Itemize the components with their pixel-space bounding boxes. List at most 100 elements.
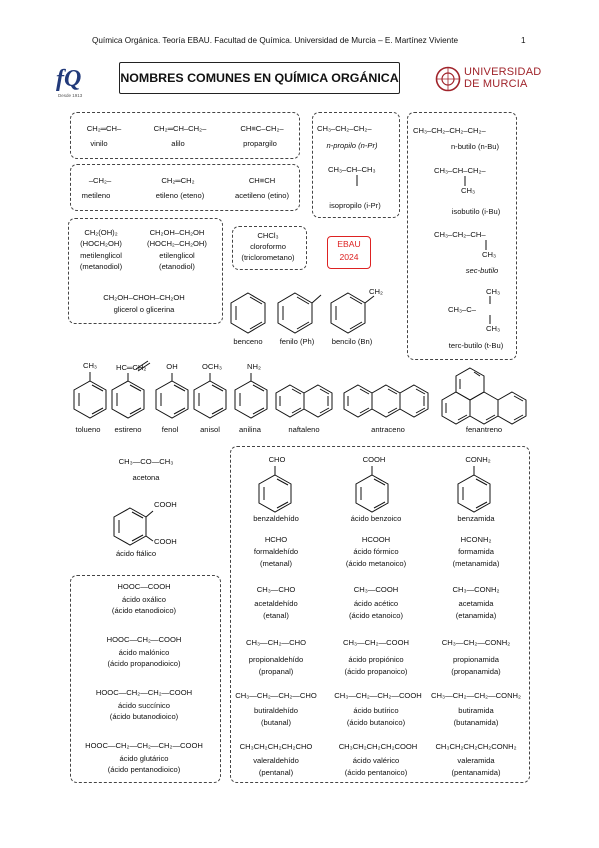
sec-butyl-formula: CH₃–CH₂–CH– [434,230,486,239]
phenyl-name: fenilo (Ph) [279,337,315,346]
chloroform-formula: CHCl₃ [257,231,279,240]
benzene-name: benceno [233,337,263,346]
row2-acid-name: ácido acético [353,599,399,608]
row1-aldehyde-name-alt: (metanal) [259,559,293,568]
row3-acid-name: ácido propiónico [348,655,404,664]
styrene-group: HC═CH₂ [116,363,147,372]
acetylene-name: acetileno (etino) [234,191,290,200]
anthracene-rings [343,384,429,418]
isobutyl-name: isobutilo (i-Bu) [451,207,501,216]
allyl-formula: CH₂═CH–CH₂– [153,124,207,133]
vinyl-formula: CH₂═CH– [86,124,122,133]
phthalic-cooh-2: COOH [154,537,177,546]
benzoic-name: ácido benzoico [350,514,402,523]
ethylene-glycol-name-alt: (etanodiol) [159,262,195,271]
row2-acid-formula: CH₃—COOH [353,585,399,594]
phthalic-cooh-1: COOH [154,500,177,509]
benzyl-name: bencilo (Bn) [331,337,373,346]
benzene-ring [230,292,266,334]
phenanthrene-name: fenantreno [465,425,503,434]
row5-aldehyde-formula: CH₃CH₂CH₂CH₂CHO [239,742,313,751]
benzamide-name: benzamida [457,514,495,523]
ebau-badge-line1: EBAU [337,239,361,249]
carbonyl-table-box [230,446,530,783]
row2-amide-name: acetamida [458,599,494,608]
aniline-name: anilina [239,425,261,434]
ethylene-formula: CH₂═CH₂ [161,176,195,185]
methylene-glycol-name: metilenglicol [80,251,122,260]
row5-amide-name: valeramida [457,756,495,765]
alkenyl-box [70,112,300,159]
row4-aldehyde-name-alt: (butanal) [261,718,291,727]
diacid-box [70,575,221,783]
toluene-name: tolueno [75,425,101,434]
styrene-ring [111,360,151,419]
glutaric-name: ácido glutárico [119,754,169,763]
row2-acid-name-alt: (ácido etanoico) [348,611,404,620]
phthalic-name: ácido ftálico [115,549,157,558]
propargyl-name: propargilo [243,139,277,148]
faculty-logo: fQ Desde 1913 [56,66,96,100]
row3-aldehyde-formula: CH₃—CH₂—CHO [245,638,307,647]
phenyl-ring [277,292,322,334]
row2-aldehyde-formula: CH₃—CHO [256,585,296,594]
naphthalene-rings [275,384,333,418]
ebau-badge-line2: 2024 [339,252,359,262]
sec-butyl-methyl: CH₃ [482,250,497,259]
row4-amide-name-alt: (butanamida) [453,718,499,727]
methylene-glycol-formula-alt: (HOCH₂OH) [80,239,122,248]
succinic-formula: HOOC—CH₂—CH₂—COOH [95,688,193,697]
row4-acid-formula: CH₃—CH₂—CH₂—COOH [334,691,422,700]
n-propyl-name: n-propilo (n-Pr) [326,141,378,150]
page-number: 1 [521,36,526,45]
glycol-box [68,218,223,324]
phenol-ring [155,373,189,419]
row4-aldehyde-formula: CH₃—CH₂—CH₂—CHO [235,691,317,700]
row3-acid-name-alt: (ácido propanoico) [344,667,408,676]
isobutyl-formula: CH₃–CH–CH₂– [434,166,486,175]
row3-aldehyde-name: propionaldehído [248,655,304,664]
toluene-ring [73,372,107,419]
row1-aldehyde-name: formaldehído [253,547,299,556]
sec-butyl-name: sec-butilo [465,266,499,275]
acetylene-formula: CH≡CH [248,176,276,185]
glycerol-formula: CH₂OH–CHOH–CH₂OH [103,293,185,302]
vinyl-name: vinilo [90,139,108,148]
university-logo: UNIVERSIDAD DE MURCIA [435,65,547,93]
benzaldehyde-group: CHO [268,455,286,464]
tert-butyl-name: terc-butilo (t-Bu) [448,341,504,350]
university-seal-icon [435,66,461,92]
row4-acid-name: ácido butírico [353,706,399,715]
aniline-ring [234,373,268,419]
acetone-formula: CH₃—CO—CH₃ [118,457,174,466]
oxalic-name-alt: (ácido etanodioico) [111,606,177,615]
phenol-name: fenol [161,425,179,434]
oxalic-name: ácido oxálico [122,595,166,604]
row4-amide-formula: CH₃—CH₂—CH₂—CONH₂ [431,691,521,700]
methylene-glycol-formula: CH₂(OH)₂ [84,228,118,237]
benzyl-ch2: CH₂ [369,287,383,296]
row1-acid-name-alt: (ácido metanoico) [345,559,407,568]
anisole-ring [193,373,227,419]
chloroform-box [232,226,307,270]
row3-acid-formula: CH₃—CH₂—COOH [343,638,409,647]
anisole-group: OCH₃ [202,362,222,371]
benzamide-ring [457,466,491,513]
benzaldehyde-name: benzaldehído [253,514,299,523]
ethylene-name: etileno (eteno) [155,191,205,200]
page-title: NOMBRES COMUNES EN QUÍMICA ORGÁNICA [119,62,400,94]
row2-aldehyde-name: acetaldehído [254,599,298,608]
phthalic-ring [113,507,154,546]
university-name-1: UNIVERSIDAD [464,66,542,78]
university-name-2: DE MURCIA [464,78,528,90]
phenanthrene-rings [441,367,527,425]
row5-acid-formula: CH₃CH₂CH₂CH₂COOH [338,742,418,751]
row2-amide-name-alt: (etanamida) [455,611,497,620]
row1-amide-name: formamida [458,547,494,556]
naphthalene-name: naftaleno [288,425,320,434]
row5-amide-name-alt: (pentanamida) [451,768,501,777]
row5-aldehyde-name-alt: (pentanal) [258,768,294,777]
acetone-name: acetona [132,473,160,482]
row4-amide-name: butiramida [458,706,494,715]
row3-amide-name: propionamida [452,655,500,664]
